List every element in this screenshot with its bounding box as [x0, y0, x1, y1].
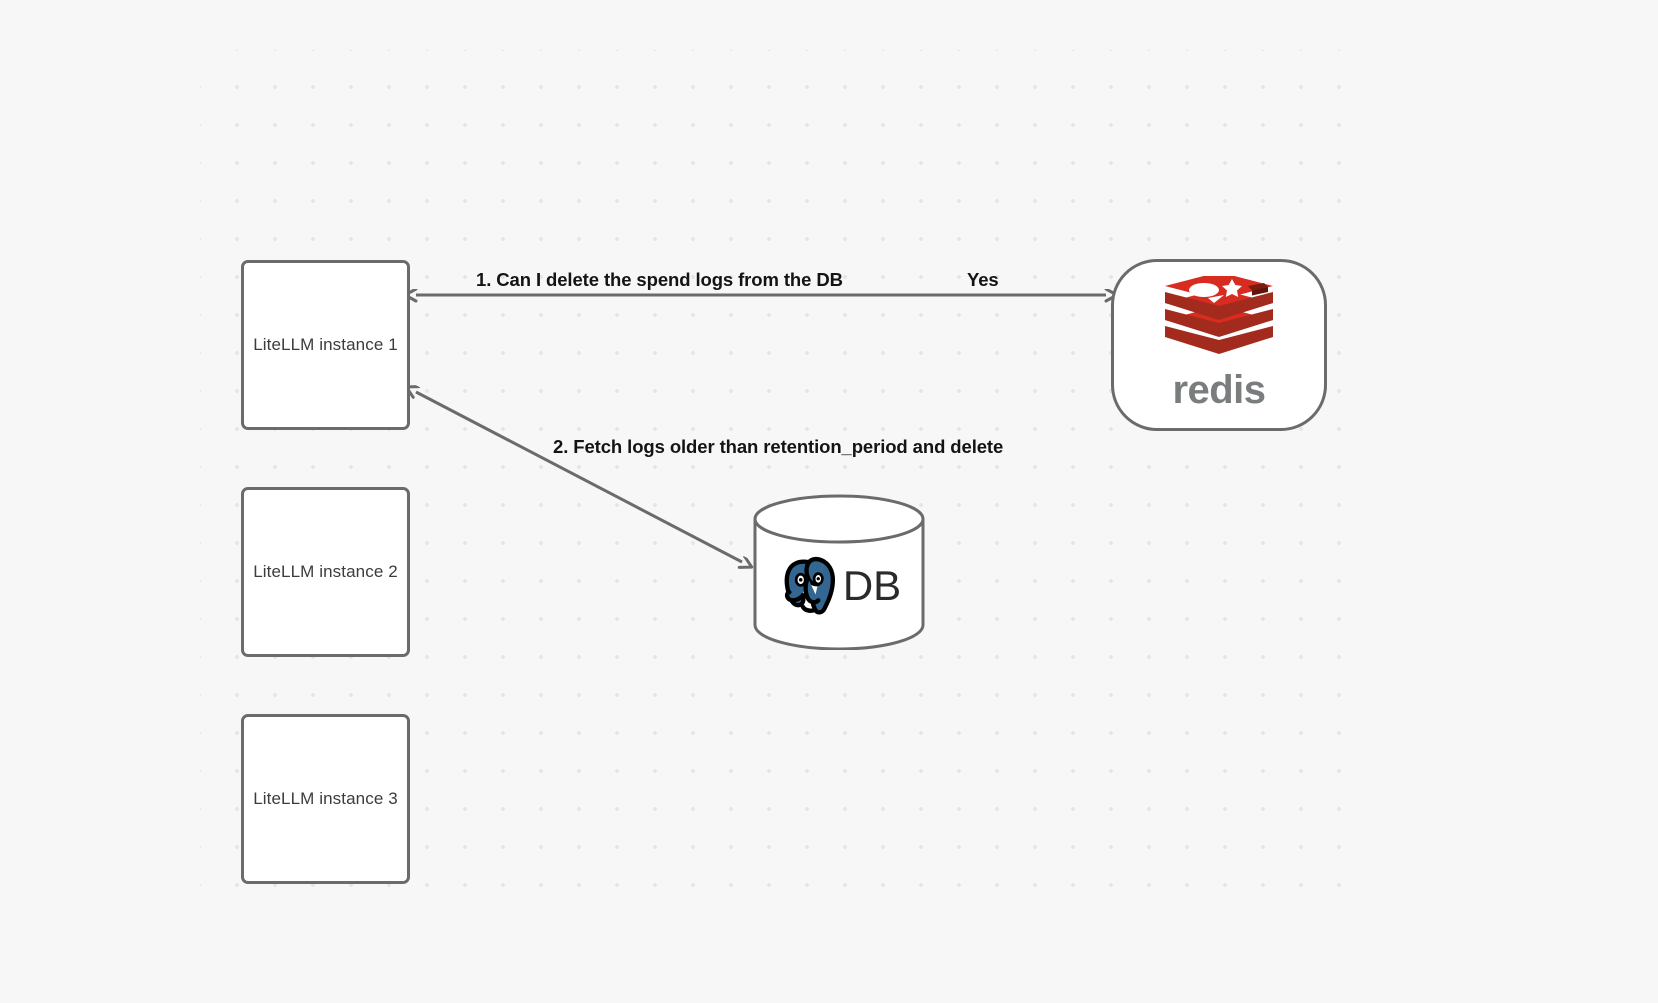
node-litellm-instance-3[interactable]: LiteLLM instance 3	[241, 714, 410, 884]
edge-db-litellm1	[416, 392, 742, 562]
edge-label-step-1: 1. Can I delete the spend logs from the …	[476, 269, 843, 290]
node-litellm-instance-2[interactable]: LiteLLM instance 2	[241, 487, 410, 657]
cylinder-shape	[753, 494, 925, 651]
node-redis[interactable]: redis	[1111, 259, 1327, 431]
node-litellm-instance-2-label: LiteLLM instance 2	[253, 562, 398, 581]
redis-wordmark: redis	[1172, 368, 1266, 412]
edge-label-yes: Yes	[967, 269, 999, 290]
node-litellm-instance-1-label: LiteLLM instance 1	[253, 335, 398, 354]
node-db[interactable]: DB	[752, 494, 926, 651]
redis-logo	[1165, 276, 1273, 354]
edge-label-step-2: 2. Fetch logs older than retention_perio…	[553, 436, 1004, 457]
db-label: DB	[842, 562, 902, 609]
postgresql-elephant-icon	[784, 556, 835, 615]
node-litellm-instance-1[interactable]: LiteLLM instance 1	[241, 260, 410, 430]
node-litellm-instance-3-label: LiteLLM instance 3	[253, 789, 398, 808]
